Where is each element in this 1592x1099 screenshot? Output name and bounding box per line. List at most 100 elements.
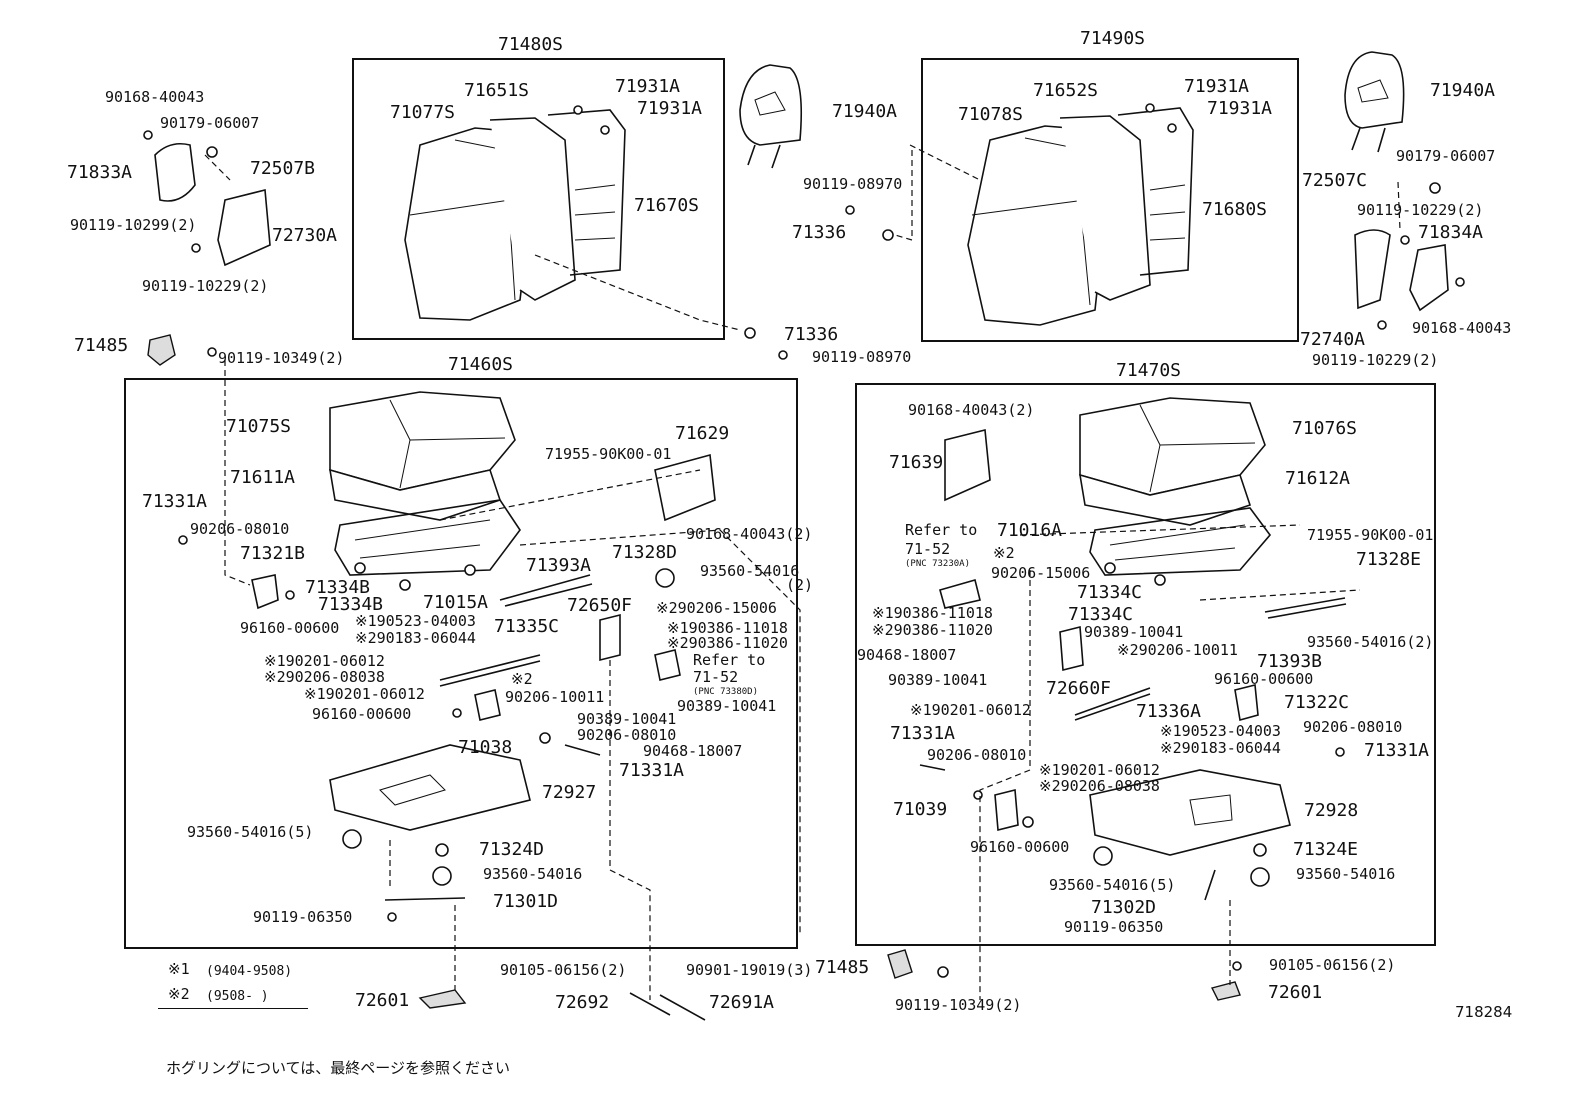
part-label[interactable]: 72601	[355, 990, 410, 1011]
part-label[interactable]: 71321B	[240, 543, 306, 564]
part-label[interactable]: Refer to	[905, 521, 978, 539]
part-label[interactable]: 90119-10349(2)	[218, 349, 345, 367]
part-label[interactable]: 71-52	[905, 540, 951, 558]
part-label[interactable]: 71955-90K00-01	[1307, 526, 1434, 544]
part-label[interactable]: 71931A	[615, 76, 681, 97]
assembly-label[interactable]: 71470S	[1116, 360, 1182, 381]
part-label[interactable]: ※290386-11020	[872, 621, 993, 639]
part-label[interactable]: 90206-08010	[927, 746, 1027, 764]
part-label[interactable]: 71015A	[423, 592, 489, 613]
part-label[interactable]: 71931A	[637, 98, 703, 119]
part-label[interactable]: ※290206-08038	[264, 668, 385, 686]
part-label[interactable]: 90168-40043	[1412, 319, 1512, 337]
part-label[interactable]: ※290206-10011	[1117, 641, 1238, 659]
part-label[interactable]: 96160-00600	[240, 619, 340, 637]
assembly-label[interactable]: 71460S	[448, 354, 514, 375]
part-label[interactable]: ※190201-06012	[264, 652, 385, 670]
part-label[interactable]: 90105-06156(2)	[1269, 956, 1396, 974]
part-label[interactable]: 90206-10011	[505, 688, 605, 706]
part-label[interactable]: 90206-15006	[991, 564, 1091, 582]
part-label[interactable]: 90168-40043(2)	[686, 525, 813, 543]
part-label[interactable]: 90168-40043	[105, 88, 205, 106]
part-label[interactable]: 71076S	[1292, 418, 1358, 439]
part-label[interactable]: 72928	[1304, 800, 1359, 821]
part-label[interactable]: 71336	[784, 324, 839, 345]
part-label[interactable]: 90119-10349(2)	[895, 996, 1022, 1014]
part-label[interactable]: 72927	[542, 782, 597, 803]
part-label[interactable]: 71611A	[230, 467, 296, 488]
part-label[interactable]: 71931A	[1207, 98, 1273, 119]
part-label[interactable]: 90389-10041	[577, 710, 677, 728]
part-label[interactable]: 72507B	[250, 158, 316, 179]
part-label[interactable]: 71322C	[1284, 692, 1350, 713]
part-label[interactable]: 72692	[555, 992, 610, 1013]
part-label[interactable]: 71039	[893, 799, 948, 820]
part-label[interactable]: 90168-40043(2)	[908, 401, 1035, 419]
part-label[interactable]: 71680S	[1202, 199, 1268, 220]
part-label[interactable]: 93560-54016(2)	[1307, 633, 1434, 651]
part-label[interactable]: 90389-10041	[888, 671, 988, 689]
assembly-label[interactable]: 71480S	[498, 34, 564, 55]
part-label[interactable]: 71833A	[67, 162, 133, 183]
part-label[interactable]: 71940A	[832, 101, 898, 122]
part-label[interactable]: 90119-08970	[803, 175, 903, 193]
part-label[interactable]: ※290386-11020	[667, 634, 788, 652]
part-label[interactable]: ※190523-04003	[1160, 722, 1281, 740]
part-label[interactable]: 93560-54016	[700, 562, 800, 580]
part-label[interactable]: 93560-54016	[1296, 865, 1396, 883]
part-label[interactable]: 90119-10229(2)	[1357, 201, 1484, 219]
part-label[interactable]: 71075S	[226, 416, 292, 437]
part-label[interactable]: 71334B	[305, 577, 371, 598]
part-label[interactable]: 71334B	[318, 594, 384, 615]
part-label[interactable]: 71334C	[1077, 582, 1143, 603]
part-label[interactable]: ※290183-06044	[355, 629, 476, 647]
part-label[interactable]: 71331A	[619, 760, 685, 781]
part-label[interactable]: ※190201-06012	[910, 701, 1031, 719]
part-label[interactable]: 72650F	[567, 595, 633, 616]
part-label[interactable]: 71485	[815, 957, 870, 978]
part-label[interactable]: 72507C	[1302, 170, 1368, 191]
part-label[interactable]: 72740A	[1300, 329, 1366, 350]
part-label[interactable]: 93560-54016(5)	[1049, 876, 1176, 894]
part-label[interactable]: 71328D	[612, 542, 678, 563]
part-label[interactable]: ※2	[511, 670, 533, 688]
part-label[interactable]: 71670S	[634, 195, 700, 216]
part-label[interactable]: 71324D	[479, 839, 545, 860]
part-label[interactable]: 90179-06007	[160, 114, 260, 132]
part-label[interactable]: (PNC 73380D)	[693, 687, 759, 697]
part-label[interactable]: 71331A	[142, 491, 208, 512]
part-label[interactable]: 90119-08970	[812, 348, 912, 366]
part-label[interactable]: 71301D	[493, 891, 559, 912]
part-label[interactable]: 71328E	[1356, 549, 1422, 570]
part-label[interactable]: 90206-08010	[190, 520, 290, 538]
part-label[interactable]: 72691A	[709, 992, 775, 1013]
part-label[interactable]: 71931A	[1184, 76, 1250, 97]
part-label[interactable]: 90119-06350	[253, 908, 353, 926]
part-label[interactable]: 71-52	[693, 668, 739, 686]
part-label[interactable]: 71940A	[1430, 80, 1496, 101]
part-label[interactable]: ※190523-04003	[355, 612, 476, 630]
part-label[interactable]: ※2	[993, 544, 1015, 562]
part-label[interactable]: 71016A	[997, 520, 1063, 541]
part-label[interactable]: 90119-06350	[1064, 918, 1164, 936]
part-label[interactable]: 71612A	[1285, 468, 1351, 489]
part-label[interactable]: 93560-54016	[483, 865, 583, 883]
part-label[interactable]: 90206-08010	[1303, 718, 1403, 736]
part-label[interactable]: 71652S	[1033, 80, 1099, 101]
part-label[interactable]: 71393A	[526, 555, 592, 576]
part-label[interactable]: 72730A	[272, 225, 338, 246]
part-label[interactable]: 90389-10041	[1084, 623, 1184, 641]
part-label[interactable]: 71336	[792, 222, 847, 243]
part-label[interactable]: ※190201-06012	[1039, 761, 1160, 779]
part-label[interactable]: 90119-10229(2)	[142, 277, 269, 295]
part-label[interactable]: 71078S	[958, 104, 1024, 125]
part-label[interactable]: 71651S	[464, 80, 530, 101]
part-label[interactable]: 93560-54016(5)	[187, 823, 314, 841]
assembly-label[interactable]: 71490S	[1080, 28, 1146, 49]
part-label[interactable]: 71629	[675, 423, 730, 444]
part-label[interactable]: ※190386-11018	[872, 604, 993, 622]
part-label[interactable]: 90179-06007	[1396, 147, 1496, 165]
part-label[interactable]: 96160-00600	[312, 705, 412, 723]
part-label[interactable]: 71331A	[1364, 740, 1430, 761]
part-label[interactable]: 72660F	[1046, 678, 1112, 699]
